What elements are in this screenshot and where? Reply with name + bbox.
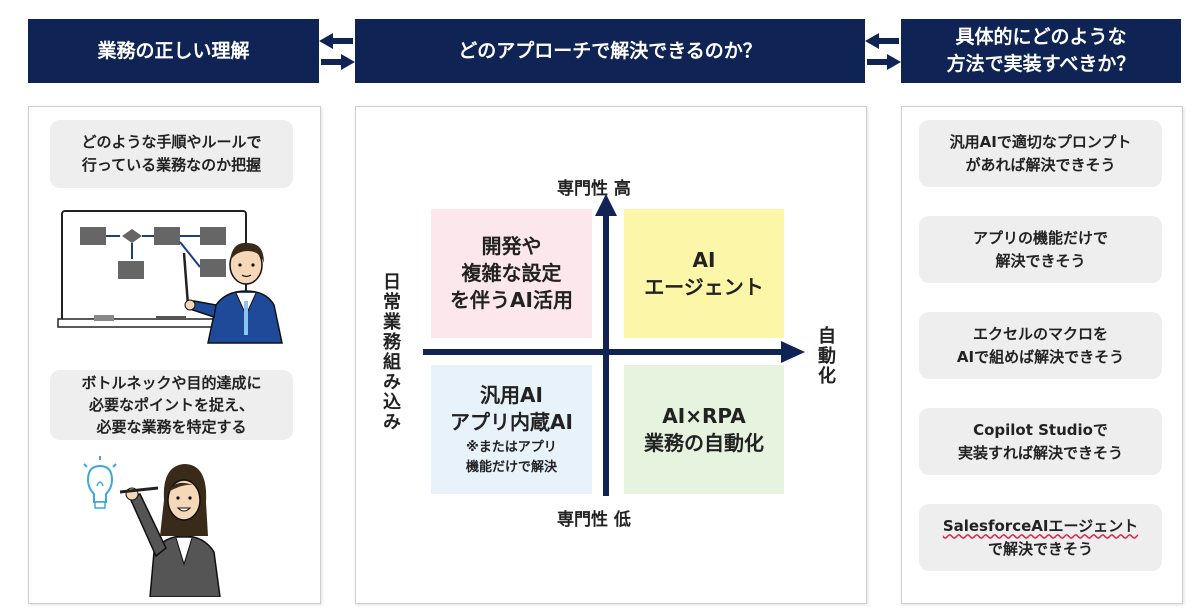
teacher-illustration bbox=[182, 242, 283, 344]
quadrant-title: 複雑な設定 bbox=[461, 261, 562, 285]
bubble-text-line: どのような手順やルールで bbox=[81, 133, 262, 151]
quadrant-title: エージェント bbox=[644, 274, 764, 299]
method-text-line: Copilot Studioで bbox=[973, 420, 1108, 439]
whiteboard-illustration bbox=[57, 210, 249, 328]
method-item-generic-ai: 汎用AIで適切なプロンプト があれば解決できそう bbox=[919, 120, 1162, 187]
method-text-line: 解決できそう bbox=[995, 251, 1086, 270]
method-text-line: AIで組めば解決できそう bbox=[956, 347, 1125, 366]
bubble-text-line: ボトルネックや目的達成に bbox=[81, 374, 262, 392]
bubble-grasp-business: どのような手順やルールで 行っている業務なのか把握 bbox=[50, 120, 293, 188]
quadrant-bottom-left: 汎用AI アプリ内蔵AI ※またはアプリ 機能だけで解決 bbox=[431, 365, 592, 494]
method-item-excel-macro: エクセルのマクロを AIで組めば解決できそう bbox=[919, 312, 1162, 379]
method-item-app-feature: アプリの機能だけで 解決できそう bbox=[919, 216, 1162, 283]
quadrant-title: 開発や bbox=[481, 234, 542, 258]
quadrant-title: を伴うAI活用 bbox=[450, 288, 573, 312]
horizontal-axis-arrow bbox=[423, 341, 805, 363]
method-text-line: で解決できそう bbox=[987, 539, 1093, 558]
axis-label-top: 専門性 高 bbox=[557, 179, 631, 199]
matrix-axes bbox=[423, 194, 805, 496]
header-approach: どのアプローチで解決できるのか？ bbox=[355, 19, 865, 83]
arrow-left-icon bbox=[865, 33, 899, 49]
bubble-text-line: 必要な業務を特定する bbox=[96, 418, 247, 436]
method-text-line: エクセルのマクロを bbox=[972, 324, 1108, 343]
arrow-left-icon bbox=[319, 33, 353, 49]
method-text-line: 汎用AIで適切なプロンプト bbox=[949, 132, 1132, 151]
quadrant-title: 汎用AI bbox=[480, 382, 543, 407]
quadrant-note: 機能だけで解決 bbox=[465, 459, 557, 475]
arrows-right-connector bbox=[865, 33, 901, 70]
woman-illustration bbox=[119, 464, 221, 597]
bubble-identify-bottleneck: ボトルネックや目的達成に 必要なポイントを捉え、 必要な業務を特定する bbox=[50, 370, 293, 440]
vertical-axis-arrow bbox=[595, 194, 617, 496]
header-right-line2: 方法で実装すべきか？ bbox=[946, 53, 1136, 75]
method-text-line: があれば解決できそう bbox=[965, 155, 1116, 174]
axis-label-right: 自動化 bbox=[815, 326, 836, 386]
arrow-right-icon bbox=[321, 54, 355, 70]
lightbulb-illustration bbox=[83, 456, 117, 509]
quadrant-title: AI×RPA bbox=[662, 403, 746, 428]
header-center-text: どのアプローチで解決できるのか？ bbox=[458, 39, 762, 62]
method-item-copilot-studio: Copilot Studioで 実装すれば解決できそう bbox=[919, 408, 1162, 475]
quadrant-bottom-right: AI×RPA 業務の自動化 bbox=[624, 365, 784, 494]
quadrant-title: 業務の自動化 bbox=[644, 430, 764, 455]
quadrant-title: AI bbox=[692, 247, 716, 272]
method-item-salesforce-agent: SalesforceAIエージェント で解決できそう bbox=[919, 504, 1162, 571]
axis-label-bottom: 専門性 低 bbox=[557, 510, 631, 530]
quadrant-note: ※またはアプリ bbox=[466, 439, 557, 455]
quadrant-top-right: AI エージェント bbox=[624, 209, 784, 338]
axis-label-left: 日常業務組み込み bbox=[380, 272, 401, 432]
header-right-line1: 具体的にどのような bbox=[955, 26, 1127, 48]
quadrant-title: アプリ内蔵AI bbox=[450, 409, 573, 434]
method-text-line: アプリの機能だけで bbox=[972, 228, 1108, 247]
arrow-right-icon bbox=[867, 54, 901, 70]
bubble-text-line: 行っている業務なのか把握 bbox=[81, 156, 262, 174]
header-business-understanding: 業務の正しい理解 bbox=[28, 19, 319, 83]
header-left-text: 業務の正しい理解 bbox=[97, 39, 250, 62]
method-text-line: 実装すれば解決できそう bbox=[957, 443, 1123, 462]
idea-woman-illustration bbox=[83, 456, 221, 597]
header-implementation: 具体的にどのような 方法で実装すべきか？ bbox=[901, 19, 1181, 83]
bubble-text-line: 必要なポイントを捉え、 bbox=[88, 396, 254, 414]
arrows-left-connector bbox=[319, 33, 355, 70]
method-text-line: SalesforceAIエージェント bbox=[942, 516, 1139, 535]
quadrant-top-left: 開発や 複雑な設定 を伴うAI活用 bbox=[431, 209, 592, 338]
whiteboard-teacher-illustration bbox=[57, 210, 283, 344]
